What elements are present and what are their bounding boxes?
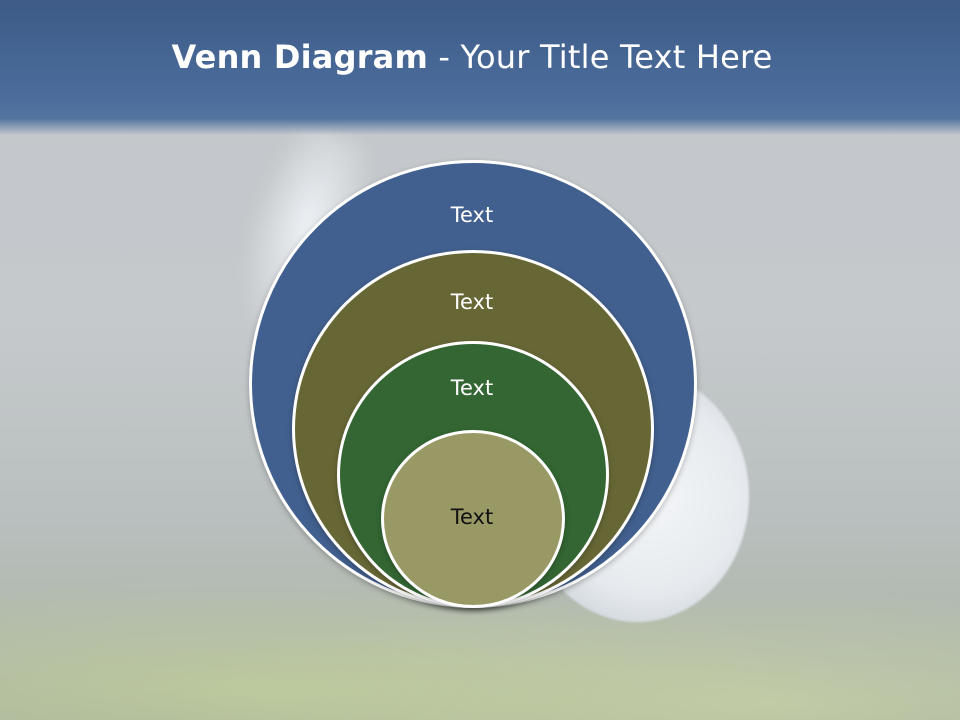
venn-label-second: Text [450,290,494,314]
title-band [0,0,960,135]
venn-label-outer: Text [450,203,494,227]
title-regular-part: - Your Title Text Here [428,38,773,76]
venn-label-inner: Text [450,505,494,529]
slide-title: Venn Diagram - Your Title Text Here [0,38,944,76]
venn-circle-inner [381,430,565,608]
venn-label-third: Text [450,376,494,400]
title-bold-part: Venn Diagram [171,38,429,76]
